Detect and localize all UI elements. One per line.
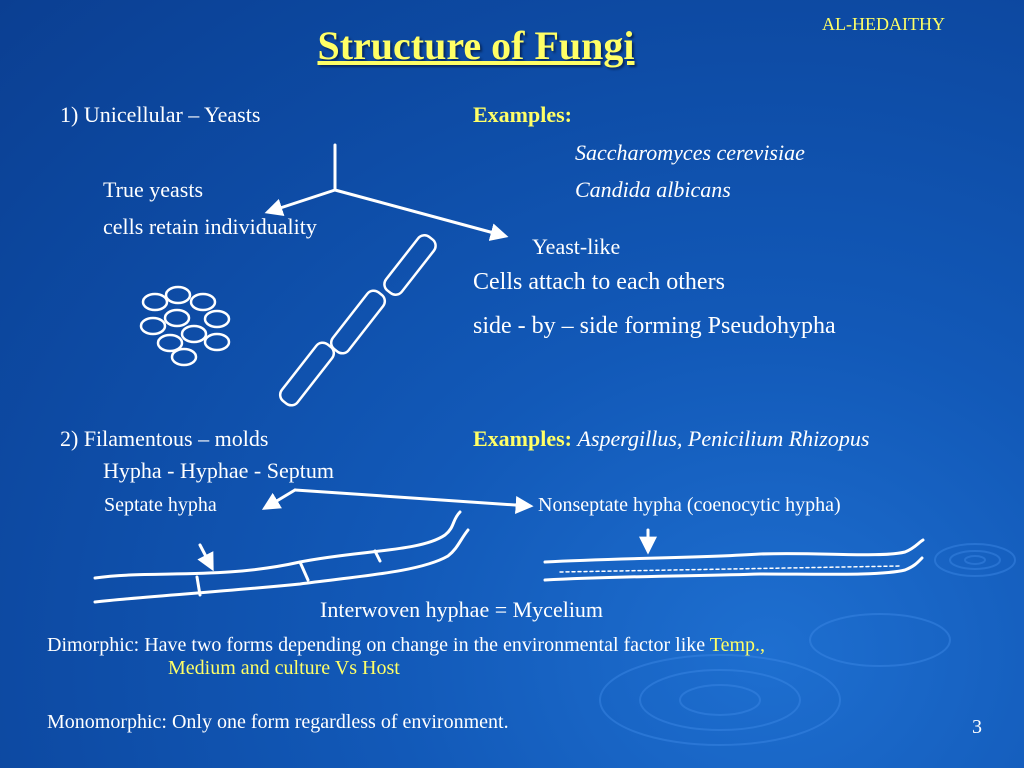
true-yeasts-label: True yeasts (103, 177, 204, 202)
nonseptate-hypha-drawing (543, 528, 925, 582)
septate-hypha-label: Septate hypha (104, 494, 217, 516)
true-yeasts-description: cells retain individuality (103, 214, 317, 239)
hypha-terms: Hypha - Hyphae - Septum (103, 458, 334, 483)
yeast-cell-cluster (139, 285, 231, 367)
dimorphic-temp: Temp., (709, 634, 766, 656)
yeast-branch-arrows (264, 143, 509, 241)
slide-title: Structure of Fungi (317, 23, 635, 68)
mycelium-statement: Interwoven hyphae = Mycelium (320, 597, 604, 622)
yeast-like-description-2: side - by – side forming Pseudohypha (473, 313, 836, 339)
dimorphic-definition: Dimorphic: Have two forms depending on c… (47, 634, 765, 657)
section2-examples: Examples: Aspergillus, Penicilium Rhizop… (473, 426, 869, 452)
yeast-like-description-1: Cells attach to each others (473, 269, 725, 295)
nonseptate-hypha-label: Nonseptate hypha (coenocytic hypha) (538, 494, 841, 516)
section1-examples-label: Examples: (473, 102, 572, 127)
section1-heading: 1) Unicellular – Yeasts (60, 102, 261, 127)
section2-examples-label: Examples: (473, 426, 572, 451)
dimorphic-text: Dimorphic: Have two forms depending on c… (47, 634, 710, 656)
example-saccharomyces: Saccharomyces cerevisiae (575, 140, 805, 165)
section2-examples-list: Aspergillus, Penicilium Rhizopus (577, 426, 870, 451)
hypha-branch-arrows (261, 488, 534, 515)
author-label: AL-HEDAITHY (822, 14, 945, 34)
example-candida: Candida albicans (575, 177, 731, 202)
monomorphic-definition: Monomorphic: Only one form regardless of… (47, 711, 509, 733)
pseudohypha-drawing (278, 234, 437, 407)
septate-hypha-drawing (93, 510, 470, 604)
page-number: 3 (972, 716, 982, 738)
dimorphic-medium: Medium and culture Vs Host (168, 657, 400, 679)
section2-heading: 2) Filamentous – molds (60, 426, 269, 451)
yeast-like-label: Yeast-like (532, 234, 621, 259)
